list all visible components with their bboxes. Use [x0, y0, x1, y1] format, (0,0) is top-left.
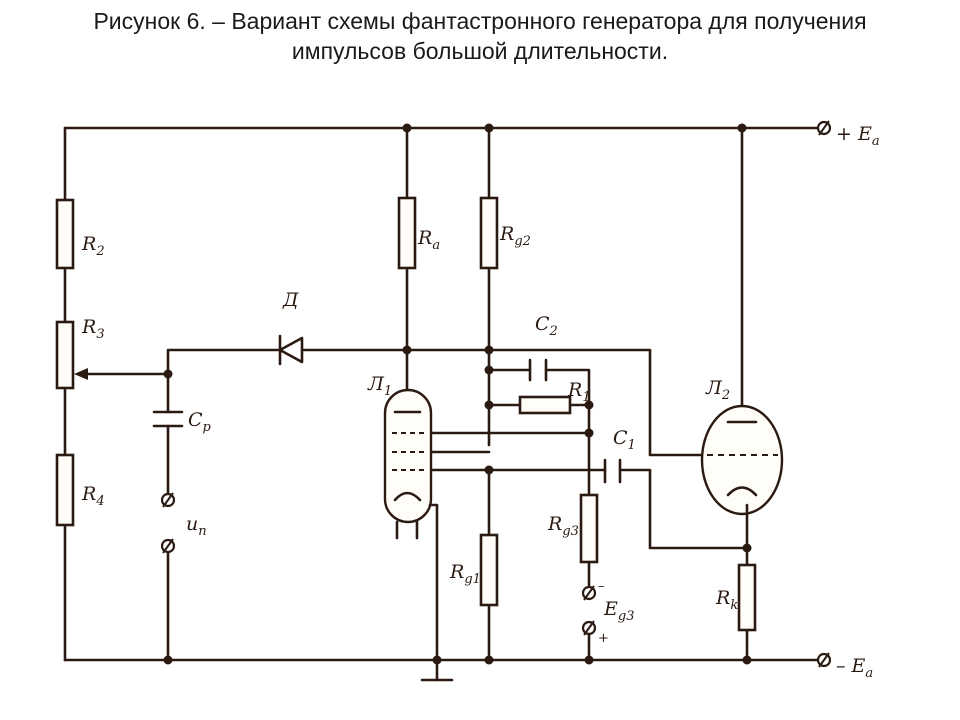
label-r3: R3 — [81, 316, 105, 342]
resistor-rg3 — [579, 493, 599, 564]
l1-heater — [395, 520, 419, 540]
label-l2: Л2 — [705, 377, 730, 403]
label-eg3-plus: + — [598, 631, 609, 646]
c2-wire — [405, 348, 707, 457]
un-terminal-slash — [162, 492, 174, 554]
resistor-ra — [397, 196, 417, 270]
junction-dots — [163, 123, 752, 665]
eg3-terminal-slash — [583, 585, 595, 636]
label-rg1: Rg1 — [449, 561, 481, 587]
label-plus-ea: + Ea — [836, 123, 880, 149]
label-minus-ea: – Ea — [836, 655, 873, 681]
node-link — [487, 368, 591, 407]
resistor-rk — [737, 563, 757, 632]
label-rg3: Rg3 — [547, 513, 579, 539]
resistor-rg2 — [479, 196, 499, 270]
l1-cathode — [393, 491, 422, 502]
resistor-r1 — [518, 395, 572, 415]
caption-line-2: импульсов большой длительности. — [291, 38, 669, 64]
diode-wire — [166, 348, 409, 376]
tube-l2 — [700, 404, 784, 516]
label-eg3-minus: – — [598, 579, 605, 594]
resistor-r2 — [55, 198, 75, 270]
grid-wire-3 — [428, 468, 749, 550]
label-eg3: Eg3 — [603, 598, 634, 624]
label-c1: C1 — [613, 427, 636, 453]
label-r2: R2 — [81, 233, 105, 259]
wiper-arrowhead — [74, 368, 88, 380]
resistor-r4 — [55, 453, 75, 527]
label-r4: R4 — [81, 483, 105, 509]
label-c2: C2 — [535, 313, 558, 339]
label-cp: Cp — [188, 409, 212, 435]
figure-caption: Рисунок 6. – Вариант схемы фантастронног… — [0, 6, 960, 66]
label-ra: Ra — [417, 227, 440, 253]
diode-d — [278, 334, 304, 366]
tube-l1 — [383, 388, 433, 524]
supply-terminal-slash — [818, 120, 830, 668]
capacitor-cp — [152, 410, 184, 428]
label-rg2: Rg2 — [499, 223, 531, 249]
resistor-r3 — [55, 320, 75, 390]
label-rk: Rk — [715, 587, 738, 613]
l1-cathode-ground — [428, 503, 439, 682]
label-r1: R1 — [567, 379, 591, 405]
capacitor-c2-small — [528, 358, 548, 382]
label-un: un — [186, 513, 207, 539]
caption-line-1: Рисунок 6. – Вариант схемы фантастронног… — [93, 8, 867, 34]
l1-grids — [392, 432, 428, 471]
resistor-rg1 — [479, 533, 499, 607]
l2-cathode — [726, 486, 758, 497]
label-diode: Д — [282, 289, 299, 311]
capacitor-c1 — [603, 458, 622, 484]
label-l1: Л1 — [367, 373, 392, 399]
